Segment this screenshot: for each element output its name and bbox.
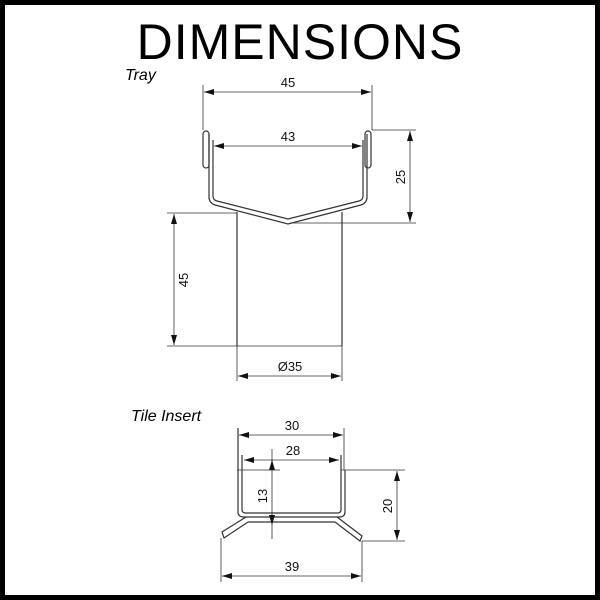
- tray-drawing: 45 43 25 45 Ø35: [167, 75, 416, 381]
- insert-dim-inner-width: 28: [286, 443, 300, 458]
- tray-dim-tube-diameter: Ø35: [278, 359, 303, 374]
- tray-dim-top-inner: 43: [281, 129, 295, 144]
- insert-dim-inner-depth: 13: [255, 489, 270, 503]
- tile-insert-body: [221, 428, 363, 542]
- tile-insert-label: Tile Insert: [131, 408, 202, 425]
- page-title: DIMENSIONS: [136, 14, 464, 70]
- tray-label: Tray: [125, 67, 156, 84]
- tray-dim-height: 25: [393, 170, 408, 184]
- tile-insert-dimension-lines: [220, 428, 405, 582]
- insert-dim-height: 20: [380, 499, 395, 513]
- tray-body: [202, 130, 372, 346]
- tile-insert-drawing: 30 28 13 20 39: [220, 418, 405, 582]
- tray-dim-top-outer: 45: [281, 75, 295, 90]
- tray-dimension-lines: [167, 85, 416, 381]
- insert-dim-outer-width: 30: [285, 418, 299, 433]
- tray-dim-tube-length: 45: [176, 273, 191, 287]
- insert-dim-flange-width: 39: [285, 559, 299, 574]
